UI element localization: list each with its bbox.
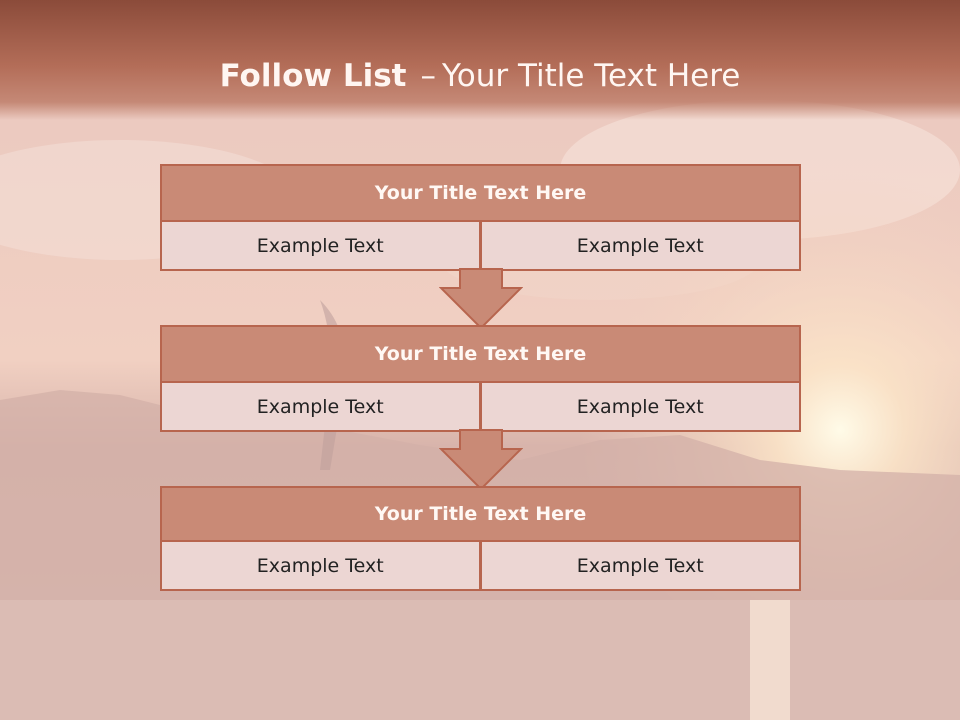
header-band bbox=[0, 0, 960, 120]
down-arrow-icon bbox=[439, 429, 523, 491]
step-right-cell: Example Text bbox=[480, 383, 801, 432]
slide-title-bold: Follow List bbox=[219, 58, 407, 94]
step-right-cell: Example Text bbox=[480, 222, 801, 271]
step-left-cell: Example Text bbox=[160, 222, 481, 271]
step-row: Example Text Example Text bbox=[160, 222, 801, 271]
step-right-cell: Example Text bbox=[480, 542, 801, 591]
step-title: Your Title Text Here bbox=[160, 325, 801, 383]
step-row: Example Text Example Text bbox=[160, 542, 801, 591]
step-title: Your Title Text Here bbox=[160, 164, 801, 222]
step-left-cell: Example Text bbox=[160, 383, 481, 432]
down-arrow-icon bbox=[439, 268, 523, 330]
step-block-2: Your Title Text Here Example Text Exampl… bbox=[160, 325, 801, 432]
step-title: Your Title Text Here bbox=[160, 486, 801, 542]
step-block-1: Your Title Text Here Example Text Exampl… bbox=[160, 164, 801, 271]
slide-title: Follow List–Your Title Text Here bbox=[0, 55, 960, 97]
step-left-cell: Example Text bbox=[160, 542, 481, 591]
step-block-3: Your Title Text Here Example Text Exampl… bbox=[160, 486, 801, 591]
step-row: Example Text Example Text bbox=[160, 383, 801, 432]
slide-title-rest: Your Title Text Here bbox=[441, 58, 741, 94]
slide-title-dash: – bbox=[420, 58, 436, 94]
